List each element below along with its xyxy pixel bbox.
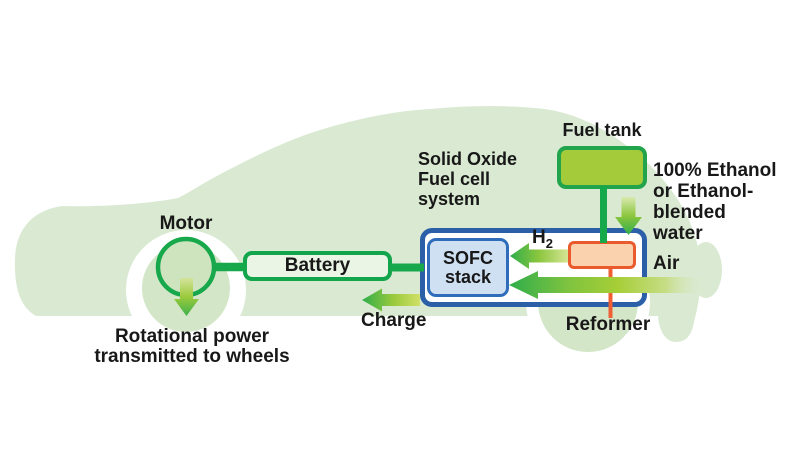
sofc-system-label: Solid Oxide Fuel cell system xyxy=(418,149,517,209)
rotational-power-label: Rotational power transmitted to wheels xyxy=(84,327,300,367)
ethanol-label-line3: blended xyxy=(653,202,726,223)
h2-label: H2 xyxy=(532,228,553,254)
rotational-power-label-line1: Rotational power xyxy=(114,326,270,347)
sofc-stack-label-line2: stack xyxy=(444,266,492,287)
sofc-system-label-line3: system xyxy=(418,189,481,209)
rotational-power-label-line2: transmitted to wheels xyxy=(94,346,290,367)
charge-label: Charge xyxy=(361,310,427,331)
fuel-flow-arrow-icon xyxy=(615,197,642,235)
reformer-label: Reformer xyxy=(565,314,651,335)
ethanol-label-line1: 100% Ethanol xyxy=(653,160,777,181)
sofc-system-label-line1: Solid Oxide xyxy=(418,149,518,169)
air-label: Air xyxy=(653,253,680,274)
sofc-stack-label-line1: SOFC xyxy=(442,247,493,268)
h2-flow-arrow-icon xyxy=(510,243,568,269)
battery-label: Battery xyxy=(284,255,351,276)
ethanol-label-line4: water xyxy=(653,223,703,244)
h2-label-subscript: 2 xyxy=(545,235,553,251)
air-flow-arrow-icon xyxy=(509,271,702,299)
rotational-power-arrow-icon xyxy=(174,278,199,316)
ethanol-label-line2: or Ethanol- xyxy=(653,181,754,202)
sofc-system-label-line2: Fuel cell xyxy=(418,169,491,189)
battery-box: Battery xyxy=(243,251,392,281)
charge-flow-arrow-icon xyxy=(362,288,420,312)
reformer-box xyxy=(568,241,636,269)
h2-label-base: H xyxy=(532,227,546,248)
fuel-tank-label: Fuel tank xyxy=(562,120,642,140)
ethanol-label: 100% Ethanol or Ethanol- blended water xyxy=(653,160,777,244)
motor-label: Motor xyxy=(159,213,213,234)
sofc-stack-box: SOFC stack xyxy=(427,238,509,297)
